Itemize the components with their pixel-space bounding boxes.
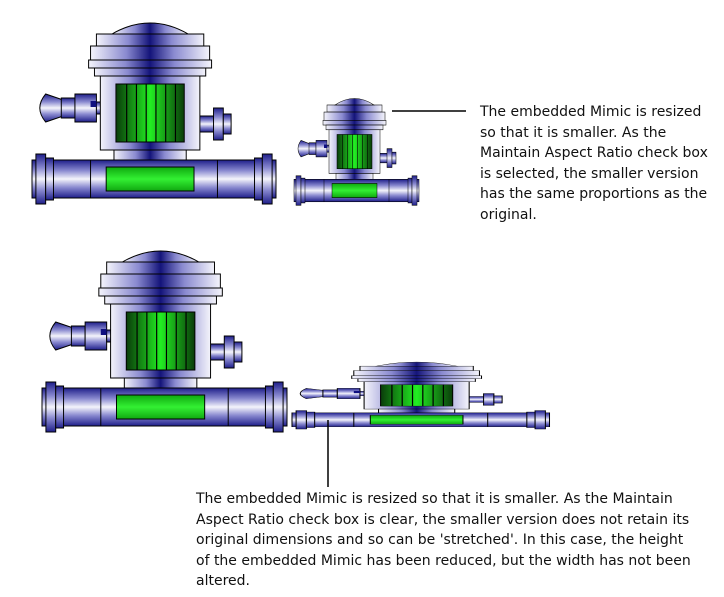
valve-mimic-original-bottom [41,250,288,433]
valve-mimic-original-top [31,22,277,205]
valve-mimic-resized-stretched [291,361,551,430]
callout-text-aspect-ratio-selected: The embedded Mimic is resized so that it… [480,104,708,223]
valve-mimic-resized-proportional [293,98,420,206]
callout-text-aspect-ratio-clear: The embedded Mimic is resized so that it… [196,491,691,589]
